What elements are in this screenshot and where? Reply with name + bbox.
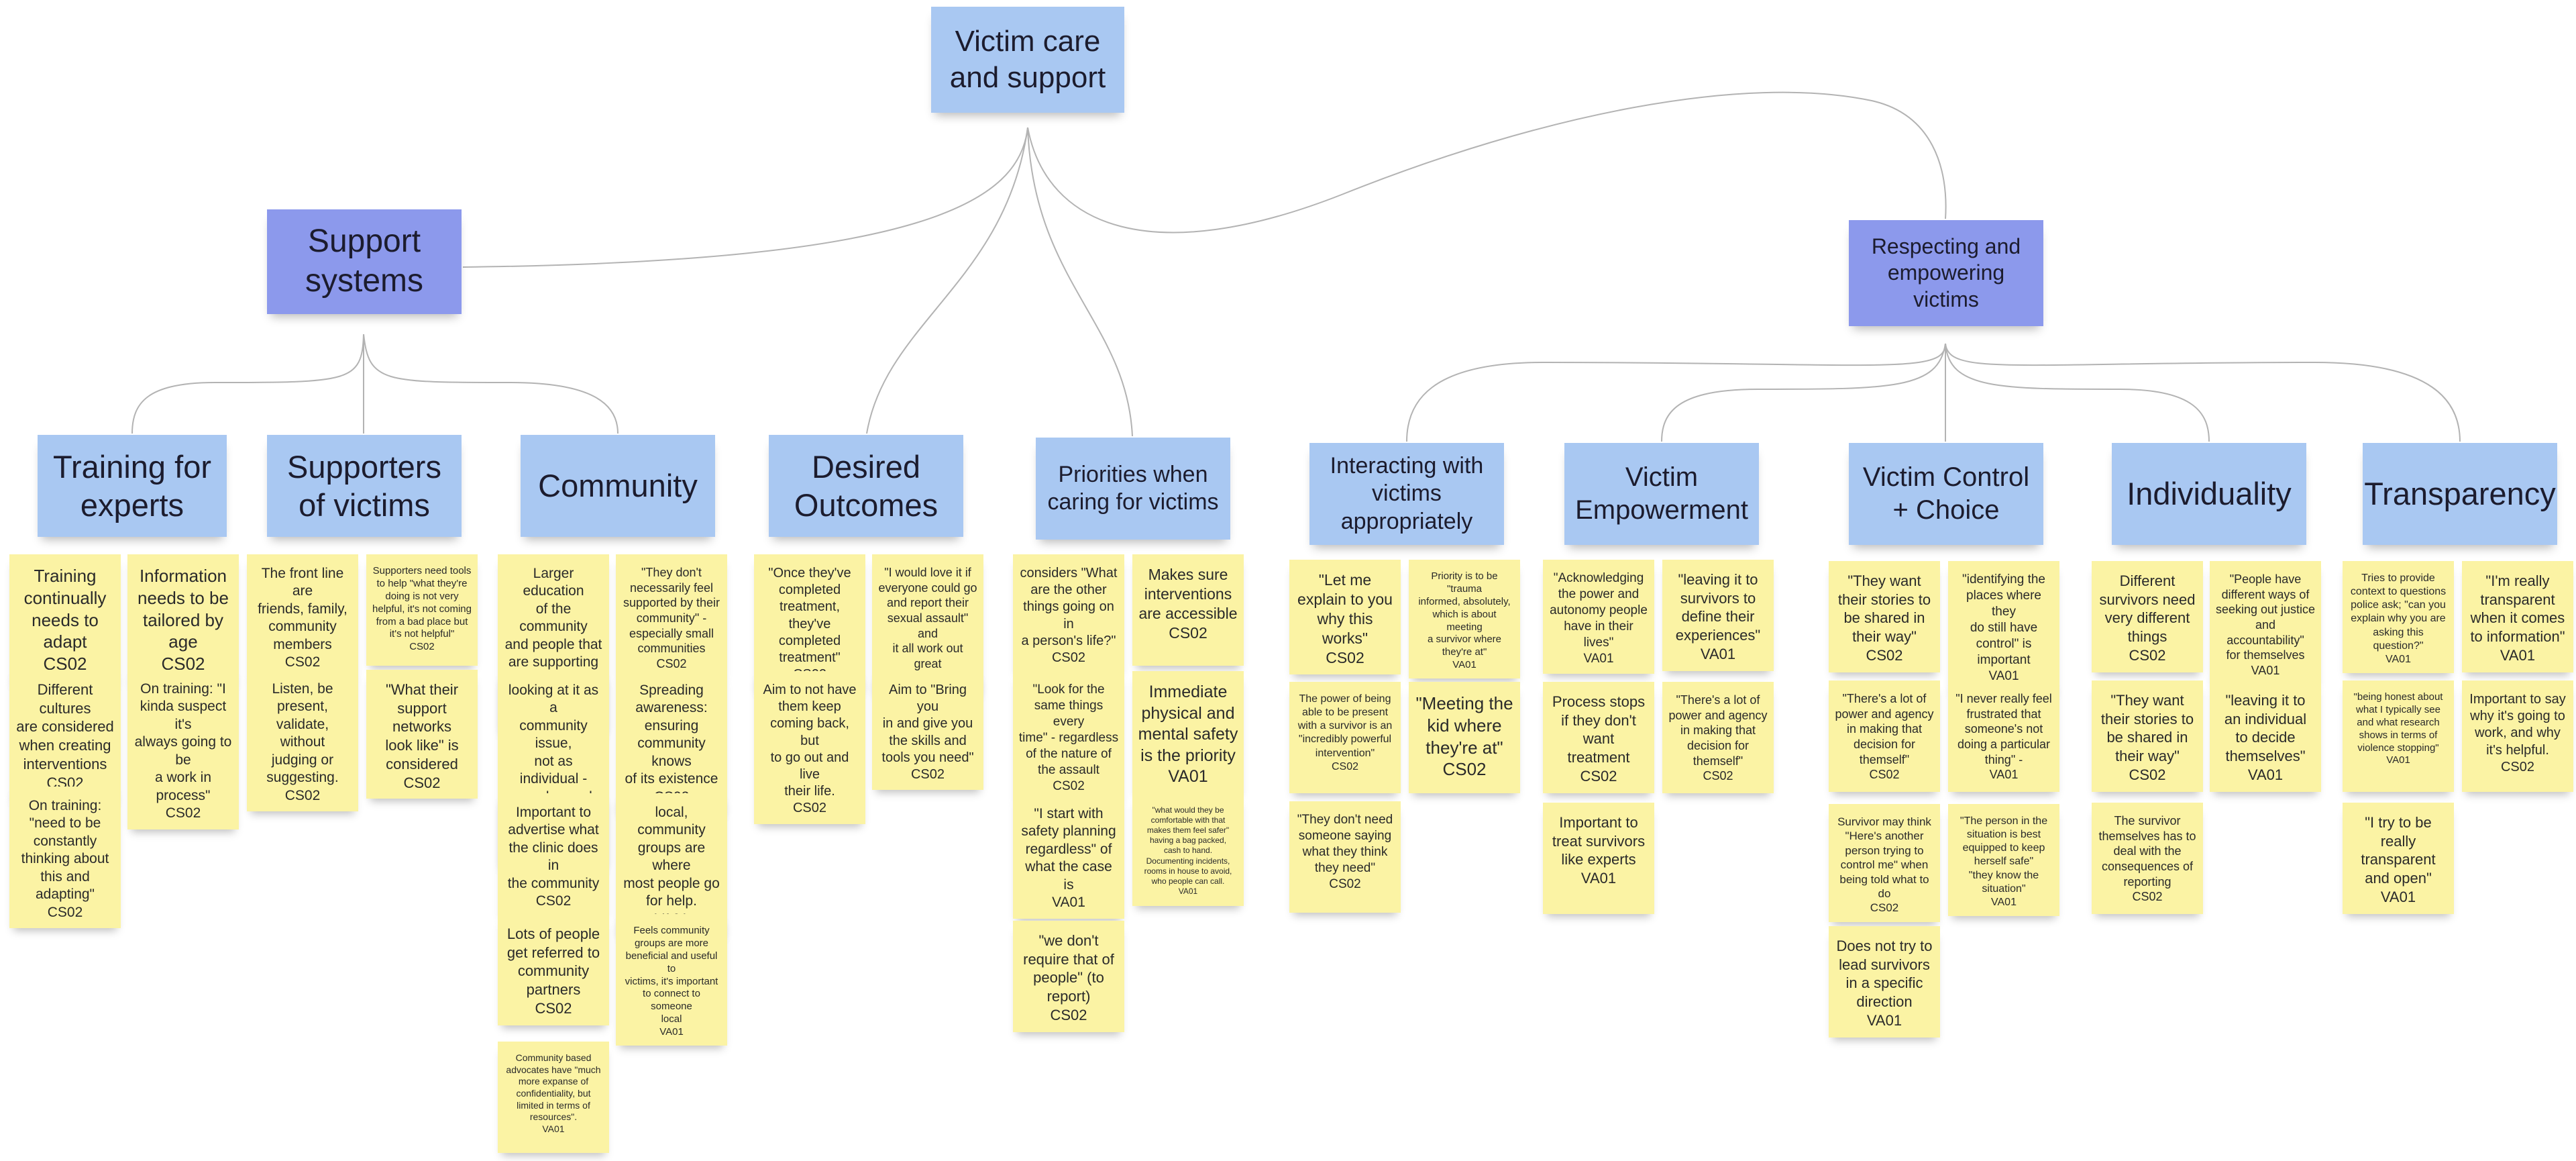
sticky-note[interactable]: "identifying the places where they do st…: [1948, 561, 2059, 691]
sticky-note[interactable]: "being honest about what I typically see…: [2343, 680, 2454, 792]
branch-respecting-empowering-card[interactable]: Respecting and empowering victims: [1849, 220, 2043, 326]
central-to-desired-outcomes-connector: [866, 127, 1028, 434]
category-victim-control-choice-card[interactable]: Victim Control + Choice: [1849, 443, 2043, 545]
category-individuality-card[interactable]: Individuality: [2112, 443, 2306, 545]
category-transparency-card[interactable]: Transparency: [2363, 443, 2557, 545]
support-to-community-connector: [363, 334, 619, 434]
sticky-note[interactable]: Important to treat survivors like expert…: [1543, 803, 1654, 914]
sticky-note[interactable]: "Once they've completed treatment, they'…: [754, 554, 865, 691]
sticky-note[interactable]: The power of being able to be present wi…: [1289, 682, 1401, 793]
sticky-note[interactable]: "The person in the situation is best equ…: [1948, 804, 2059, 917]
sticky-note[interactable]: "They want their stories to be shared in…: [1829, 561, 1940, 672]
sticky-note[interactable]: Spreading awareness: ensuring community …: [616, 671, 727, 813]
sticky-note[interactable]: Immediate physical and mental safety is …: [1132, 671, 1244, 795]
sticky-note[interactable]: "what would they be comfortable with tha…: [1132, 795, 1244, 906]
sticky-note[interactable]: "Let me explain to you why this works" C…: [1289, 560, 1401, 674]
sticky-note[interactable]: Makes sure interventions are accessible …: [1132, 554, 1244, 666]
sticky-note[interactable]: "I try to be really transparent and open…: [2343, 803, 2454, 914]
category-victim-empowerment-card[interactable]: Victim Empowerment: [1564, 443, 1759, 545]
sticky-note[interactable]: Does not try to lead survivors in a spec…: [1829, 926, 1940, 1038]
sticky-note[interactable]: Lots of people get referred to community…: [498, 914, 609, 1025]
central-to-respecting-connector: [1027, 91, 1947, 234]
category-community-card[interactable]: Community: [521, 435, 715, 537]
branch-support-systems-card[interactable]: Support systems: [267, 209, 462, 314]
sticky-note[interactable]: "They don't need someone saying what the…: [1289, 801, 1401, 913]
sticky-note[interactable]: On training: "I kinda suspect it's alway…: [127, 670, 239, 829]
respect-to-transparency-connector: [1945, 343, 2461, 442]
sticky-note[interactable]: "Look for the same things every time" - …: [1013, 671, 1124, 801]
sticky-note[interactable]: Different cultures are considered when c…: [9, 670, 121, 799]
sticky-note[interactable]: Important to advertise what the clinic d…: [498, 793, 609, 917]
respect-to-interacting-connector: [1406, 343, 1946, 442]
sticky-note[interactable]: Priority is to be "trauma informed, abso…: [1409, 560, 1520, 679]
sticky-note[interactable]: Feels community groups are more benefici…: [616, 914, 727, 1046]
sticky-note[interactable]: Supporters need tools to help "what they…: [366, 554, 478, 666]
sticky-note[interactable]: "we don't require that of people" (to re…: [1013, 921, 1124, 1032]
sticky-note[interactable]: Training continually needs to adapt CS02: [9, 554, 121, 682]
sticky-note[interactable]: Important to say why it's going to work,…: [2462, 680, 2573, 792]
sticky-note[interactable]: Information needs to be tailored by age …: [127, 554, 239, 682]
support-to-training-connector: [131, 334, 364, 434]
sticky-note[interactable]: Different survivors need very different …: [2092, 561, 2203, 672]
category-interacting-appropriately-card[interactable]: Interacting with victims appropriately: [1309, 443, 1504, 545]
sticky-note[interactable]: "Meeting the kid where they're at" CS02: [1409, 682, 1520, 793]
central-to-priorities-connector: [1027, 127, 1133, 437]
sticky-note[interactable]: On training: "need to be constantly thin…: [9, 787, 121, 929]
sticky-note[interactable]: "I start with safety planning regardless…: [1013, 795, 1124, 919]
sticky-note[interactable]: The survivor themselves has to deal with…: [2092, 803, 2203, 914]
sticky-note[interactable]: Survivor may think "Here's another perso…: [1829, 804, 1940, 922]
sticky-note[interactable]: The front line are friends, family, comm…: [247, 554, 358, 678]
sticky-note[interactable]: Listen, be present, validate, without ju…: [247, 670, 358, 812]
category-priorities-caring-card[interactable]: Priorities when caring for victims: [1036, 438, 1230, 540]
respect-to-individuality-connector: [1945, 343, 2210, 442]
category-supporters-of-victims-card[interactable]: Supporters of victims: [267, 435, 462, 537]
central-to-support-systems-connector: [462, 127, 1028, 268]
sticky-note[interactable]: "There's a lot of power and agency in ma…: [1662, 682, 1774, 793]
sticky-note[interactable]: Tries to provide context to questions po…: [2343, 561, 2454, 674]
sticky-note[interactable]: "They don't necessarily feel supported b…: [616, 554, 727, 678]
sticky-note[interactable]: "There's a lot of power and agency in ma…: [1829, 680, 1940, 792]
sticky-note[interactable]: "leaving it to an individual to decide t…: [2210, 680, 2321, 792]
sticky-note[interactable]: Aim to "Bring you in and give you the sk…: [872, 671, 983, 791]
sticky-note[interactable]: "Acknowledging the power and autonomy pe…: [1543, 560, 1654, 674]
sticky-note[interactable]: considers "What are the other things goi…: [1013, 554, 1124, 674]
sticky-note[interactable]: "They want their stories to be shared in…: [2092, 680, 2203, 792]
sticky-note[interactable]: Community based advocates have "much mor…: [498, 1042, 609, 1153]
sticky-note[interactable]: "leaving it to survivors to define their…: [1662, 560, 1774, 671]
sticky-note[interactable]: "I never really feel frustrated that som…: [1948, 680, 2059, 792]
sticky-note[interactable]: "People have different ways of seeking o…: [2210, 561, 2321, 685]
sticky-note[interactable]: Aim to not have them keep coming back, b…: [754, 671, 865, 824]
category-training-for-experts-card[interactable]: Training for experts: [38, 435, 227, 537]
sticky-note[interactable]: "I'm really transparent when it comes to…: [2462, 561, 2573, 672]
sticky-note[interactable]: "What their support networks look like" …: [366, 670, 478, 799]
central-topic-card[interactable]: Victim care and support: [931, 7, 1124, 113]
category-desired-outcomes-card[interactable]: Desired Outcomes: [769, 435, 963, 537]
sticky-note[interactable]: Process stops if they don't want treatme…: [1543, 682, 1654, 793]
respect-to-empowerment-connector: [1661, 343, 1946, 442]
sticky-note[interactable]: "I would love it if everyone could go an…: [872, 554, 983, 694]
